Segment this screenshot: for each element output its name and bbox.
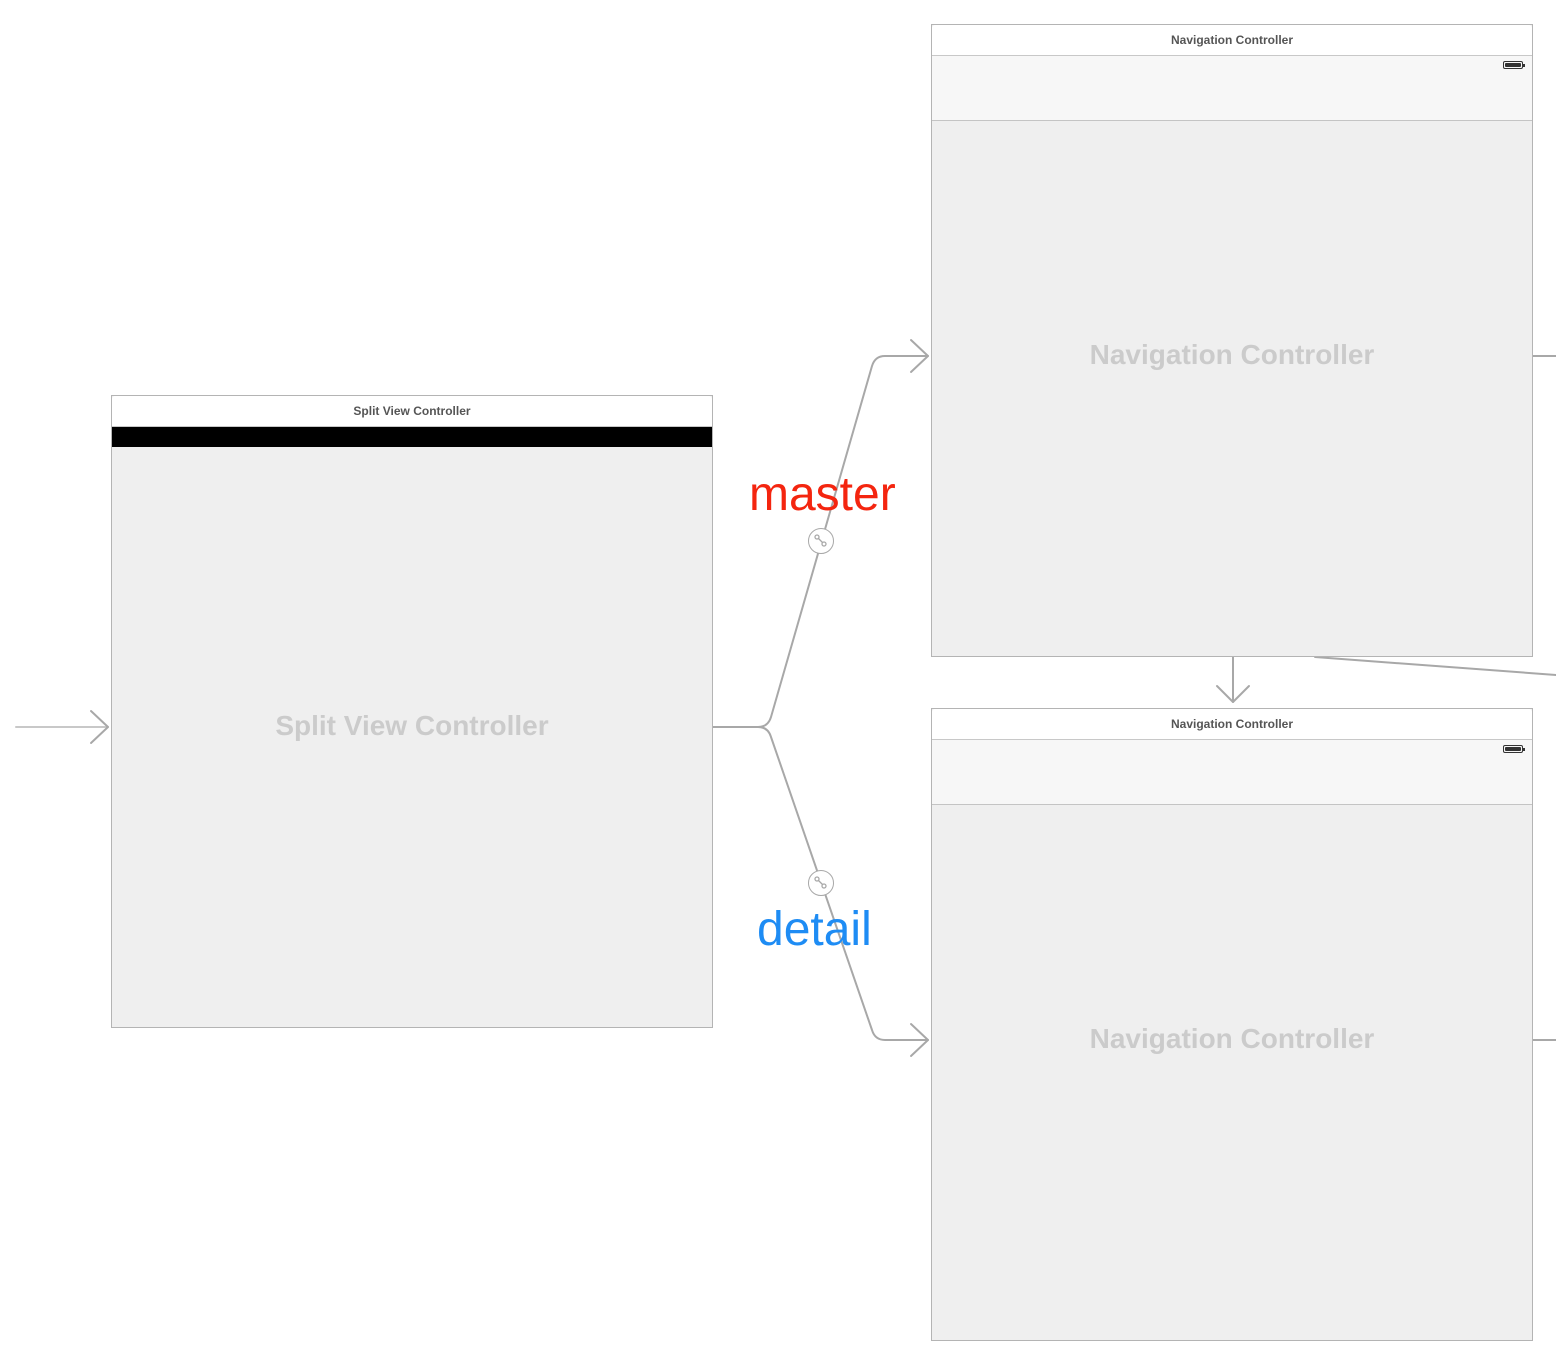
master-to-detail-segue-line[interactable] — [1216, 656, 1250, 703]
diagonal-offscreen-segue-line[interactable] — [1314, 656, 1556, 676]
scene-title[interactable]: Navigation Controller — [932, 709, 1532, 740]
navigation-bar — [932, 740, 1532, 805]
detail-segue-label: detail — [757, 903, 872, 956]
battery-icon — [1503, 61, 1525, 69]
scene-placeholder-label: Navigation Controller — [1089, 1023, 1375, 1054]
entry-point-arrow-icon[interactable] — [15, 710, 109, 744]
navigation-controller-detail-scene[interactable]: Navigation Controller Navigation Control… — [931, 708, 1533, 1341]
split-view-controller-scene[interactable]: Split View Controller Split View Control… — [111, 395, 713, 1028]
relationship-segue-icon[interactable] — [808, 528, 834, 554]
scene-placeholder-label: Split View Controller — [275, 710, 549, 741]
master-segue-label: master — [749, 468, 896, 521]
scene-title[interactable]: Navigation Controller — [932, 25, 1532, 56]
relationship-segue-icon[interactable] — [808, 870, 834, 896]
scene-title[interactable]: Split View Controller — [112, 396, 712, 427]
battery-icon — [1503, 745, 1525, 753]
detail-segue-line[interactable] — [757, 726, 929, 1057]
status-bar — [112, 427, 712, 447]
navigation-controller-master-scene[interactable]: Navigation Controller Navigation Control… — [931, 24, 1533, 657]
navigation-bar — [932, 56, 1532, 121]
scene-placeholder-label: Navigation Controller — [1089, 339, 1375, 370]
